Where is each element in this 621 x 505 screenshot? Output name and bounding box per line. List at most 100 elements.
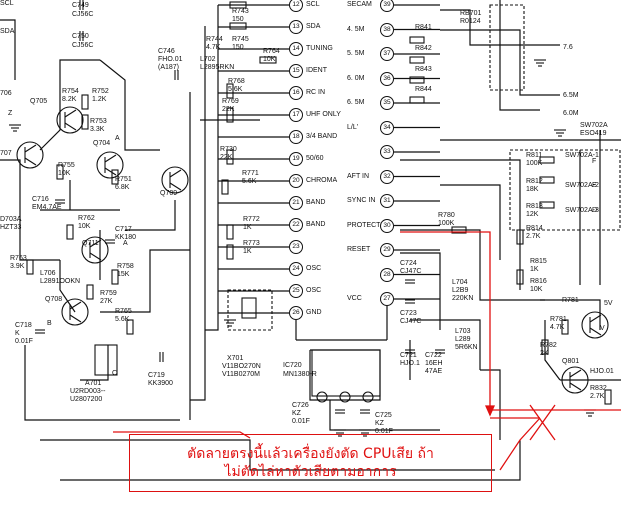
ic-pin-label-38: 4. 5M xyxy=(347,25,365,33)
component-label-78: C725 xyxy=(375,412,392,419)
component-label-38: R771 xyxy=(242,170,259,177)
component-label-144: 5V xyxy=(604,300,613,307)
component-label-50: 3.9K xyxy=(10,263,25,270)
component-label-35: Q709 xyxy=(160,190,178,197)
ic-pin-34: 34 xyxy=(380,120,394,135)
wire xyxy=(540,299,601,330)
component-label-114: SW702A-3 xyxy=(565,207,599,214)
ic-pin-17: 17 xyxy=(289,108,303,122)
ic-pin-28: 28 xyxy=(380,267,394,282)
component-label-70: U2RD003-- xyxy=(70,388,106,395)
component-label-116: 2.7K xyxy=(526,233,541,240)
ic-pin-14: 14 xyxy=(289,42,303,56)
resistor xyxy=(86,284,94,300)
ic-pin-30: 30 xyxy=(380,218,394,233)
resistor xyxy=(226,149,234,165)
component-label-91: 220KN xyxy=(452,295,474,302)
component-label-123: 4.7K xyxy=(550,324,565,331)
ic-pin-29: 29 xyxy=(380,243,394,257)
component-label-140: F xyxy=(592,158,597,165)
connector-a701 xyxy=(94,344,118,376)
component-label-115: R814 xyxy=(526,225,543,232)
ic-pin-25: 25 xyxy=(289,284,303,298)
wire xyxy=(440,9,560,46)
ic-pin-label-36: 6. 0M xyxy=(347,74,365,82)
wire xyxy=(400,252,441,330)
component-label-135: Z xyxy=(8,110,13,117)
component-label-86: R0124 xyxy=(460,18,481,25)
component-label-80: 0.01F xyxy=(375,428,393,435)
resistor xyxy=(111,269,119,285)
component-label-32: 10K xyxy=(58,170,71,177)
component-label-31: R755 xyxy=(58,162,75,169)
wire xyxy=(24,345,180,421)
transistor xyxy=(96,151,124,179)
component-label-22: 22K xyxy=(222,106,235,113)
ic-pin-label-29: RESET xyxy=(347,246,371,253)
ic-pin-label-39: SECAM xyxy=(347,1,372,8)
component-label-15: 10K xyxy=(263,56,276,63)
crystal xyxy=(241,297,257,319)
component-label-57: Q708 xyxy=(45,296,63,303)
component-label-46: C717 xyxy=(115,226,132,233)
component-label-4: C750 xyxy=(72,33,89,40)
wire xyxy=(60,440,521,481)
annotation-cross xyxy=(529,404,556,441)
component-label-51: L706 xyxy=(40,270,56,277)
wire xyxy=(59,260,76,313)
component-label-54: 15K xyxy=(117,271,130,278)
ic-pin-32: 32 xyxy=(380,169,394,184)
ic-pin-label-37: 5. 5M xyxy=(347,50,365,57)
transistor-lead xyxy=(24,157,37,166)
switch-block xyxy=(509,149,621,231)
component-label-84: R844 xyxy=(415,86,432,93)
ic-pin-33: 33 xyxy=(380,145,394,159)
component-label-17: FHO.01 xyxy=(158,56,183,63)
ic-pin-27: 27 xyxy=(380,292,394,306)
component-label-44: R762 xyxy=(78,215,95,222)
ic-pin-label-17: UHF ONLY xyxy=(306,111,341,118)
component-label-98: 47AE xyxy=(425,368,443,375)
ic-pin-label-26: GND xyxy=(306,309,322,316)
wire xyxy=(0,159,60,261)
component-label-16: C746 xyxy=(158,48,175,55)
component-label-139: C xyxy=(112,370,118,377)
transistor xyxy=(161,166,189,194)
component-label-112: R813 xyxy=(526,203,543,210)
wire xyxy=(400,229,545,301)
transistor xyxy=(61,298,89,326)
ic-pin-label-18: 3/4 BAND xyxy=(306,133,338,140)
component-label-134: 707 xyxy=(0,150,12,157)
component-label-103: 100K xyxy=(438,220,455,227)
component-label-48: Q711 xyxy=(82,240,99,247)
component-label-25: R752 xyxy=(92,88,109,95)
component-label-71: U2807200 xyxy=(70,396,103,403)
component-label-12: L702 xyxy=(200,56,216,63)
resistor xyxy=(516,269,524,285)
component-label-14: R764 xyxy=(263,48,280,55)
ic-pin-19: 19 xyxy=(289,152,303,166)
component-label-53: R758 xyxy=(117,263,134,270)
component-label-26: 1.2K xyxy=(92,96,107,103)
component-label-104: SW702A xyxy=(580,122,608,129)
component-label-65: R773 xyxy=(243,240,260,247)
resistor xyxy=(409,76,425,84)
wire xyxy=(205,5,219,331)
resistor xyxy=(226,224,234,240)
component-label-88: CJ47C xyxy=(400,268,422,275)
component-label-126: Q801 xyxy=(562,358,580,365)
transistor-lead xyxy=(69,301,82,310)
component-label-124: R782 xyxy=(540,342,557,349)
transistor-lead xyxy=(569,382,582,391)
component-label-20: 5.6K xyxy=(228,86,243,93)
ic-pin-label-19: 50/60 xyxy=(306,155,324,162)
transistor-lead xyxy=(24,144,37,153)
annotation-arrow xyxy=(499,417,541,471)
transistor-lead xyxy=(89,252,102,261)
component-label-109: R812 xyxy=(526,178,543,185)
component-label-96: C722 xyxy=(425,352,442,359)
annotation-line-2: ไม่ตัดไล่หาตัวเสียตามอาการ xyxy=(224,464,397,480)
wire xyxy=(400,159,521,290)
component-label-111: SW702A-2 xyxy=(565,182,599,189)
component-label-119: R816 xyxy=(530,278,547,285)
